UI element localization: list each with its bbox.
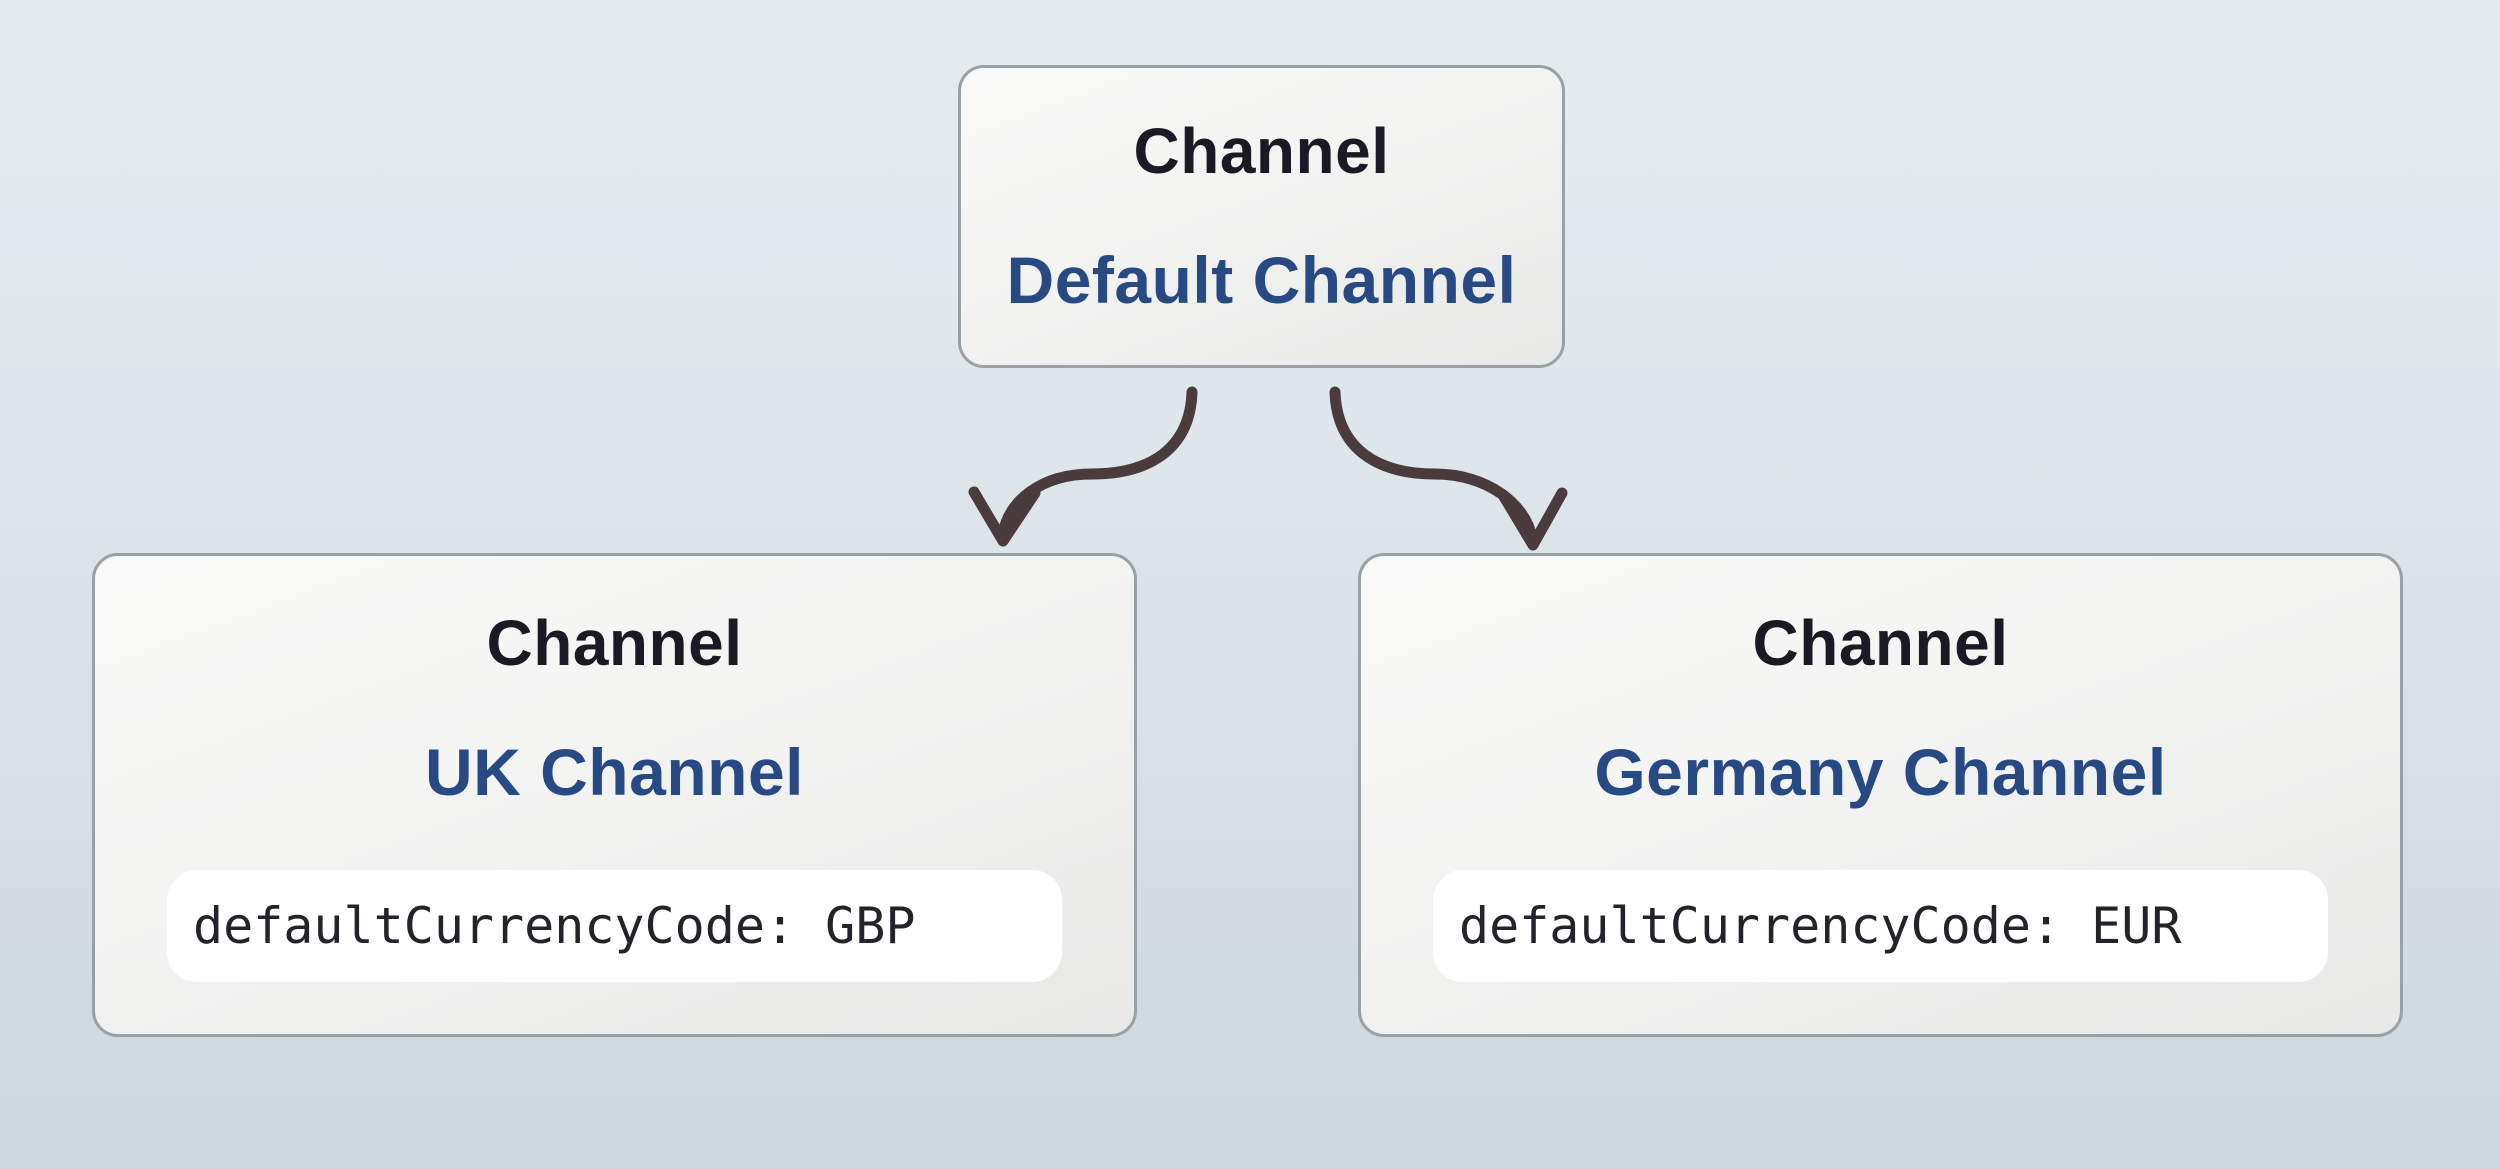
attribute-pill: defaultCurrencyCode: GBP (167, 870, 1062, 983)
edge-root-to-uk-arrowhead-icon (968, 486, 1041, 547)
attribute-pill: defaultCurrencyCode: EUR (1433, 870, 2328, 983)
attribute-code-text: defaultCurrencyCode: GBP (193, 897, 916, 956)
node-name-label: UK Channel (424, 734, 805, 809)
node-type-label: Channel (1133, 115, 1390, 187)
node-type-label: Channel (1752, 606, 2009, 679)
node-name-label: Germany Channel (1594, 734, 2167, 809)
edge-root-to-germany-arrowhead-icon (1497, 487, 1568, 551)
node-type-label: Channel (486, 606, 743, 679)
edge-root-to-uk (997, 386, 1198, 540)
edge-root-to-germany (1329, 386, 1538, 544)
node-default-channel: Channel Default Channel (958, 65, 1565, 368)
attribute-code-text: defaultCurrencyCode: EUR (1459, 897, 2182, 956)
node-germany-channel: Channel Germany Channel defaultCurrencyC… (1358, 553, 2403, 1037)
node-name-label: Default Channel (1006, 243, 1517, 318)
node-uk-channel: Channel UK Channel defaultCurrencyCode: … (92, 553, 1137, 1037)
